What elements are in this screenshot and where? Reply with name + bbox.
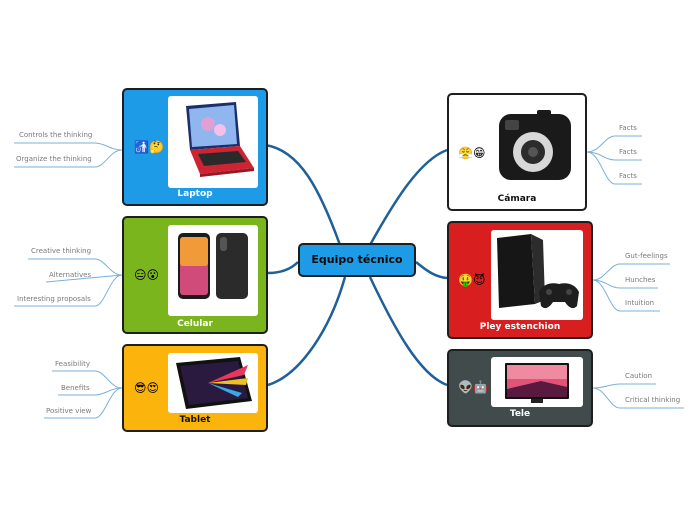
leaf-pley-2[interactable]: Hunches: [625, 276, 656, 284]
node-pley[interactable]: Pley estenchion: [447, 221, 593, 339]
node-celular[interactable]: Celular: [122, 216, 268, 334]
leaf-camara-1[interactable]: Facts: [619, 124, 637, 132]
pley-label: Pley estenchion: [479, 322, 561, 332]
leaf-pley-1[interactable]: Gut-feelings: [625, 252, 668, 260]
link-laptop: [264, 143, 342, 246]
leaf-camara-3[interactable]: Facts: [619, 172, 637, 180]
link-celular: [267, 261, 299, 275]
leaf-tablet-3[interactable]: Positive view: [46, 407, 92, 415]
tablet-label: Tablet: [179, 415, 211, 425]
central-topic[interactable]: Equipo técnico: [298, 243, 416, 277]
leaf-celular-2[interactable]: Alternatives: [49, 271, 92, 279]
laptop-label: Laptop: [177, 189, 213, 199]
leaf-celular-3[interactable]: Interesting proposals: [17, 295, 91, 303]
tele-emoji-icons: 👽🤖: [458, 380, 488, 394]
leaf-tele-2[interactable]: Critical thinking: [625, 396, 681, 404]
celular-image: [168, 225, 258, 316]
leaf-laptop-1[interactable]: Controls the thinking: [19, 131, 93, 139]
tele-label: Tele: [509, 409, 531, 419]
leaf-camara-2[interactable]: Facts: [619, 148, 637, 156]
node-camara[interactable]: Cámara: [447, 93, 587, 211]
tablet-image: [168, 353, 258, 413]
tele-leaf-lines: [592, 383, 684, 409]
camara-image: [493, 100, 577, 190]
laptop-emoji-icons: 🚮🤔: [134, 140, 164, 154]
tele-image: [491, 357, 583, 407]
leaf-tablet-1[interactable]: Feasibility: [55, 360, 90, 368]
laptop-image: [168, 96, 258, 188]
node-tablet[interactable]: Tablet: [122, 344, 268, 432]
pley-emoji-icons: 🤑😈: [458, 273, 486, 287]
link-tele: [368, 276, 448, 387]
leaf-tele-1[interactable]: Caution: [625, 372, 653, 380]
link-pley: [415, 261, 448, 280]
laptop-leaf-lines: [14, 142, 123, 168]
leaf-laptop-2[interactable]: Organize the thinking: [16, 155, 92, 163]
link-camara: [368, 148, 448, 246]
celular-leaf-lines: [14, 258, 123, 307]
tablet-leaf-lines: [44, 370, 123, 419]
leaf-pley-3[interactable]: Intuition: [625, 299, 655, 307]
camara-label: Cámara: [497, 194, 537, 204]
leaf-celular-1[interactable]: Creative thinking: [31, 247, 92, 255]
camara-emoji-icons: 😤😁: [458, 146, 486, 160]
celular-emoji-icons: 😑😮: [134, 268, 160, 282]
camara-leaf-lines: [586, 135, 642, 185]
leaf-tablet-2[interactable]: Benefits: [61, 384, 90, 392]
pley-leaf-lines: [592, 263, 670, 312]
pley-image: [491, 230, 583, 320]
tablet-emoji-icons: 😎😍: [134, 381, 160, 395]
node-laptop[interactable]: Laptop: [122, 88, 268, 206]
node-tele[interactable]: Tele: [447, 349, 593, 427]
link-tablet: [267, 276, 347, 387]
celular-label: Celular: [177, 319, 213, 329]
